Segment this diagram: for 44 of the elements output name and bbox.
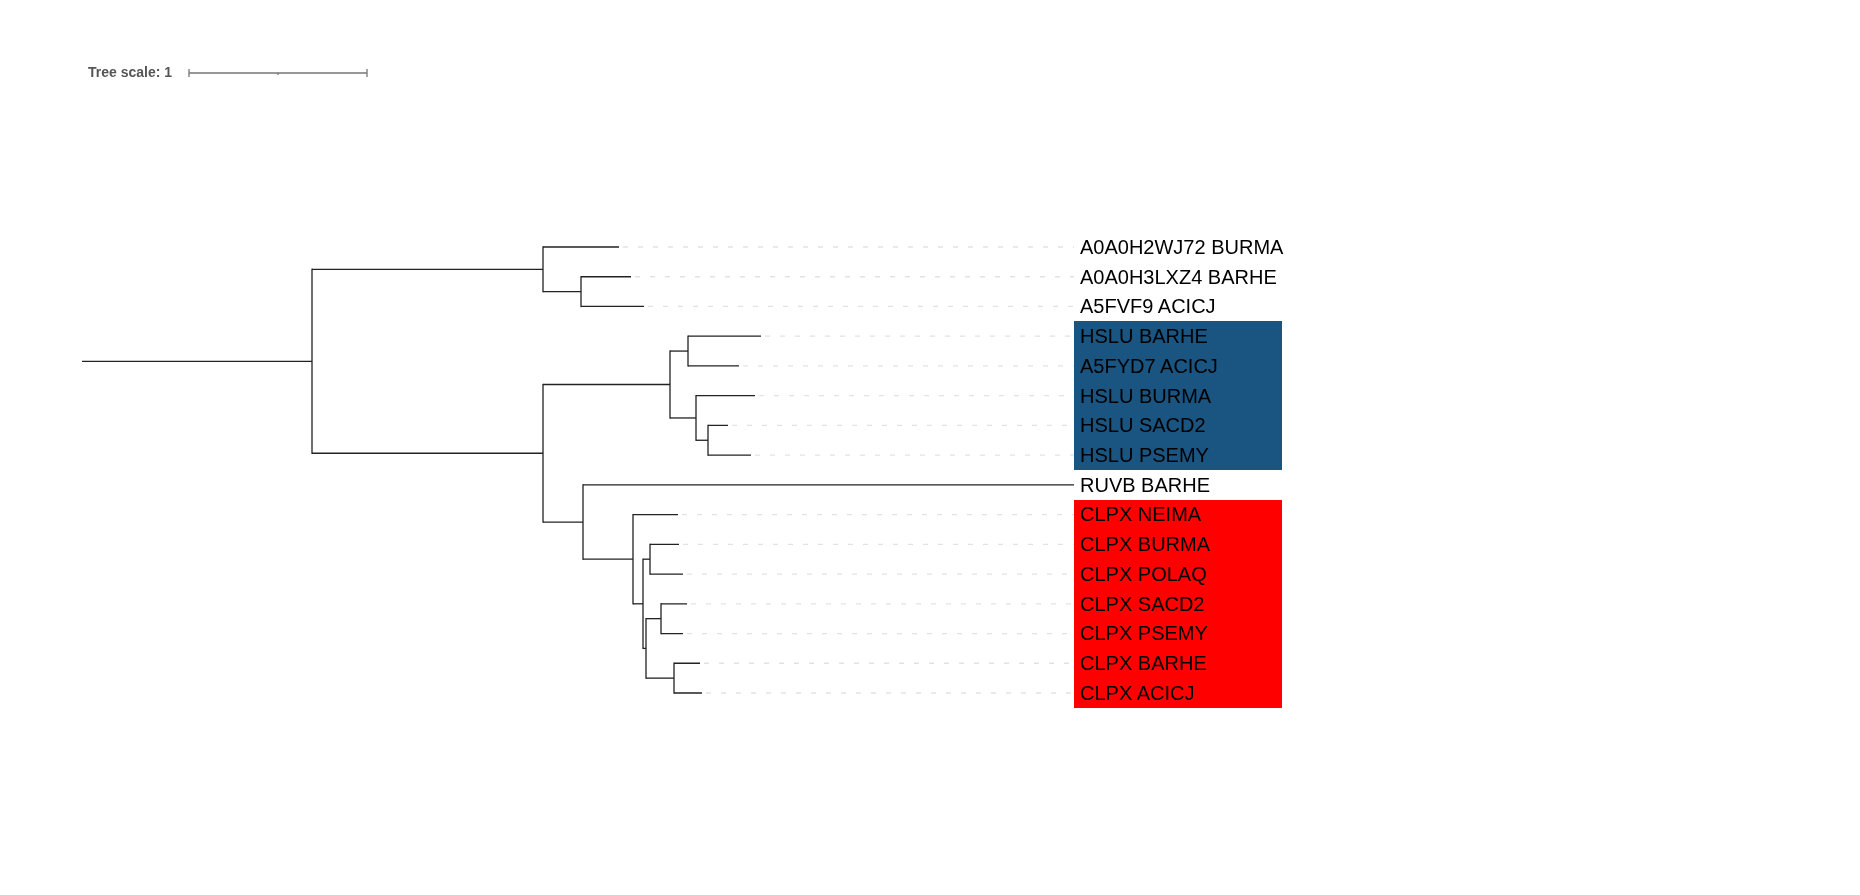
vertical-branch-line (695, 395, 697, 441)
vertical-branch-line (580, 276, 582, 308)
branch-line (669, 417, 697, 419)
leaf-label: CLPX BURMA (1074, 529, 1282, 559)
leaf-label: CLPX SACD2 (1074, 589, 1282, 619)
branch-line (582, 484, 1075, 486)
leaf-label: HSLU BURMA (1074, 381, 1282, 411)
branch-line (311, 452, 544, 454)
leaf-label: A0A0H3LXZ4 BARHE (1074, 262, 1279, 292)
root-branch-line (81, 360, 313, 362)
leaf-label: RUVB BARHE (1074, 470, 1213, 500)
vertical-branch-line (632, 513, 634, 605)
vertical-branch-line (645, 618, 647, 679)
vertical-branch-line (673, 662, 675, 694)
branch-line (542, 383, 671, 386)
vertical-branch-line (642, 558, 644, 650)
branch-line (542, 521, 584, 523)
vertical-branch-line (687, 335, 689, 367)
vertical-branch-line (707, 424, 709, 456)
leaf-label: A0A0H2WJ72 BURMA (1074, 232, 1286, 262)
vertical-branch-line (542, 383, 544, 523)
vertical-branch-line (649, 543, 651, 575)
branch-line (311, 268, 544, 270)
vertical-branch-line (669, 350, 671, 419)
leaf-label: CLPX PSEMY (1074, 619, 1282, 648)
scale-label: Tree scale: 1 (88, 64, 173, 80)
leaf-label: CLPX BARHE (1074, 648, 1282, 678)
vertical-branch-line (660, 603, 662, 635)
branch-line (669, 350, 689, 352)
branch-line (582, 558, 634, 560)
vertical-branch-line (311, 268, 313, 454)
leaf-label: HSLU SACD2 (1074, 411, 1282, 440)
leaf-label: HSLU BARHE (1074, 321, 1282, 351)
leaf-label: CLPX POLAQ (1074, 559, 1282, 589)
leaf-label: A5FVF9 ACICJ (1074, 292, 1218, 321)
branch-line (642, 647, 647, 650)
vertical-branch-line (582, 484, 584, 560)
leaf-label: CLPX NEIMA (1074, 500, 1282, 529)
leaf-label: CLPX ACICJ (1074, 678, 1282, 708)
branch-line (645, 677, 675, 679)
vertical-branch-line (542, 246, 544, 293)
leaf-label: A5FYD7 ACICJ (1074, 351, 1282, 381)
leaf-label: HSLU PSEMY (1074, 440, 1282, 470)
branch-line (542, 290, 582, 293)
